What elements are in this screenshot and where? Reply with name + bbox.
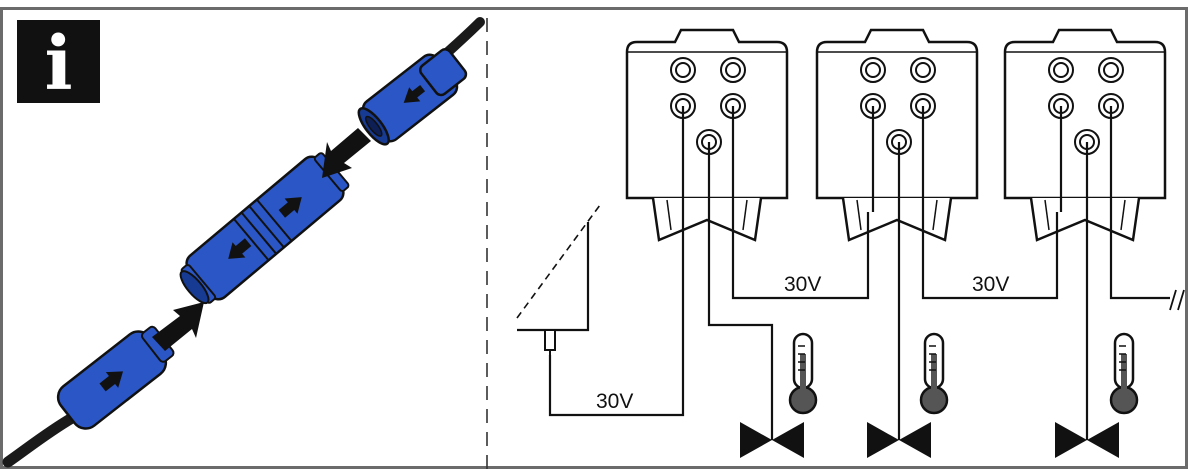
arrow-icon	[403, 84, 426, 103]
voltage-label: 30V	[784, 273, 821, 296]
top-plug	[357, 48, 468, 146]
arrow-icon	[99, 371, 124, 392]
thermometer-icon	[1109, 332, 1139, 415]
frame-border	[0, 7, 1188, 469]
info-symbol: i	[44, 21, 72, 107]
lower-cable	[2, 412, 78, 468]
insert-arrow-top	[322, 128, 371, 178]
voltage-label: 30V	[972, 273, 1009, 296]
thermometer-icon	[919, 332, 949, 415]
thermometer-icon	[788, 332, 818, 415]
voltage-label: 30V	[596, 390, 633, 413]
sensor-mount	[516, 204, 601, 356]
arrow-icon	[278, 197, 302, 218]
connector-assembly	[2, 17, 485, 468]
wiring	[548, 106, 1170, 440]
bottom-plug	[56, 325, 175, 430]
wire-break-mark	[1169, 289, 1185, 311]
arrow-icon	[228, 238, 252, 259]
info-icon: i	[17, 20, 100, 107]
insert-arrow-bottom	[152, 302, 204, 351]
